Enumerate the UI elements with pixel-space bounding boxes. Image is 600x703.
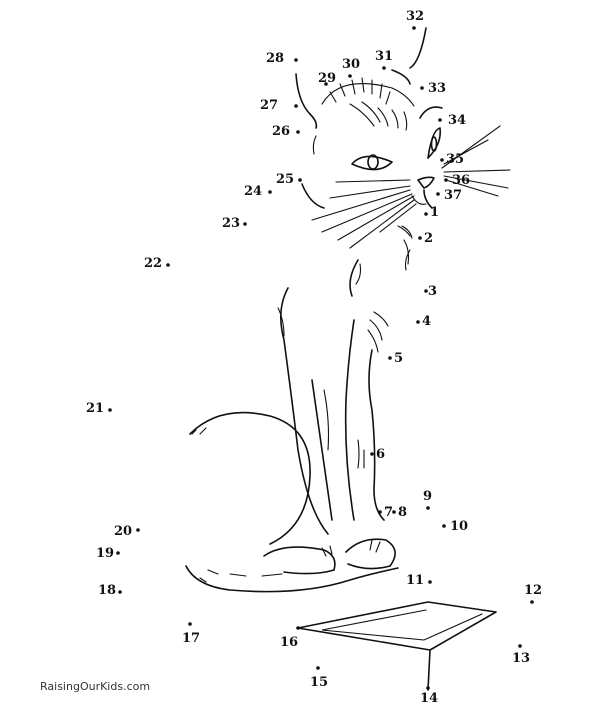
dot-number-7: 7	[384, 505, 393, 520]
dot-3	[424, 289, 428, 293]
dot-number-15: 15	[310, 675, 328, 690]
dot-number-25: 25	[276, 172, 294, 187]
dot-28	[294, 58, 298, 62]
dot-number-13: 13	[512, 651, 530, 666]
dot-number-21: 21	[86, 401, 104, 416]
dot-number-11: 11	[406, 573, 424, 588]
dot-29	[324, 82, 328, 86]
dot-14	[426, 686, 430, 690]
dot-number-24: 24	[244, 184, 262, 199]
dot-27	[294, 104, 298, 108]
dot-16	[296, 626, 300, 630]
dot-number-17: 17	[182, 631, 200, 646]
dot-19	[116, 551, 120, 555]
cat-line-art	[185, 27, 511, 593]
tray-outline	[297, 601, 497, 691]
dot-number-16: 16	[280, 635, 298, 650]
dot-11	[428, 580, 432, 584]
dot-8	[392, 510, 396, 514]
dot-number-2: 2	[424, 231, 433, 246]
dot-number-5: 5	[394, 351, 403, 366]
dot-37	[436, 192, 440, 196]
dot-5	[388, 356, 392, 360]
dot-number-8: 8	[398, 505, 407, 520]
dot-number-10: 10	[450, 519, 468, 534]
dot-33	[420, 86, 424, 90]
dot-22	[166, 263, 170, 267]
dot-number-14: 14	[420, 691, 438, 703]
dot-number-3: 3	[428, 284, 437, 299]
dot-1	[424, 212, 428, 216]
dot-13	[518, 644, 522, 648]
dot-number-19: 19	[96, 546, 114, 561]
dot-number-26: 26	[272, 124, 290, 139]
dot-12	[530, 600, 534, 604]
dot-18	[118, 590, 122, 594]
dot-number-1: 1	[430, 205, 439, 220]
dot-35	[440, 158, 444, 162]
dot-6	[370, 452, 374, 456]
dot-number-32: 32	[406, 9, 424, 24]
dot-number-4: 4	[422, 314, 431, 329]
dot-2	[418, 236, 422, 240]
dot-4	[416, 320, 420, 324]
dot-24	[268, 190, 272, 194]
dot-32	[412, 26, 416, 30]
dots-layer	[108, 26, 534, 690]
dot-number-36: 36	[452, 173, 470, 188]
dot-9	[426, 506, 430, 510]
dot-31	[382, 66, 386, 70]
dot-34	[438, 118, 442, 122]
dot-number-22: 22	[144, 256, 162, 271]
dot-number-28: 28	[266, 51, 284, 66]
dot-number-6: 6	[376, 447, 385, 462]
dot-36	[444, 178, 448, 182]
dot-number-35: 35	[446, 152, 464, 167]
dot-number-33: 33	[428, 81, 446, 96]
watermark-text: RaisingOurKids.com	[40, 680, 150, 693]
dot-30	[348, 74, 352, 78]
dot-number-27: 27	[260, 98, 278, 113]
dot-20	[136, 528, 140, 532]
dot-10	[442, 524, 446, 528]
dot-15	[316, 666, 320, 670]
dot-number-23: 23	[222, 216, 240, 231]
dot-number-34: 34	[448, 113, 466, 128]
dot-number-18: 18	[98, 583, 116, 598]
dot-21	[108, 408, 112, 412]
dot-number-12: 12	[524, 583, 542, 598]
dot-number-29: 29	[318, 71, 336, 86]
dot-number-31: 31	[375, 49, 393, 64]
dot-number-30: 30	[342, 57, 360, 72]
dot-26	[296, 130, 300, 134]
dot-number-9: 9	[423, 489, 432, 504]
dot-17	[188, 622, 192, 626]
dot-number-20: 20	[114, 524, 132, 539]
dot-25	[298, 178, 302, 182]
dot-7	[378, 510, 382, 514]
dot-23	[243, 222, 247, 226]
dot-number-37: 37	[444, 188, 462, 203]
